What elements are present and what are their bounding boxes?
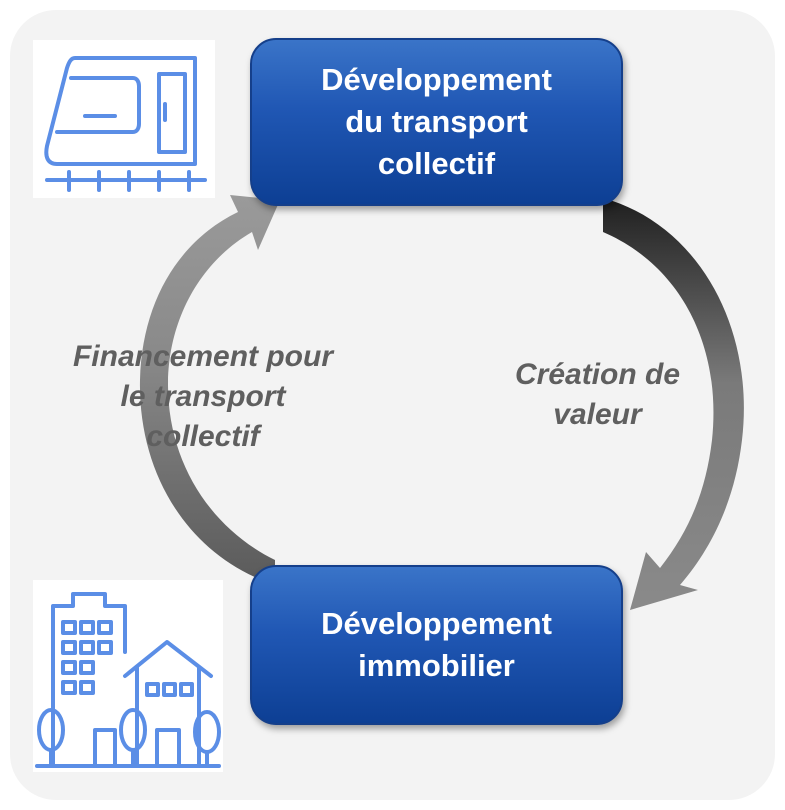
label-left-line-2: le transport xyxy=(120,380,286,413)
node-real-estate-development: Développement immobilier xyxy=(250,565,623,725)
buildings-icon-box xyxy=(33,580,223,772)
label-left-line-1: Financement pour xyxy=(72,340,334,373)
train-icon xyxy=(44,56,207,192)
label-value-creation: Création de valeur xyxy=(500,355,695,435)
node-top-line-3: collectif xyxy=(377,146,496,181)
buildings-icon xyxy=(35,592,221,768)
arrow-left xyxy=(139,195,280,585)
node-bottom-line-1: Développement xyxy=(321,606,552,641)
label-financing: Financement pour le transport collectif xyxy=(28,337,378,457)
label-right-line-1: Création de xyxy=(514,358,681,391)
node-top-line-1: Développement xyxy=(321,62,552,97)
train-icon-box xyxy=(33,40,215,198)
node-transport-development: Développement du transport collectif xyxy=(250,38,623,206)
arrow-right xyxy=(603,198,744,610)
label-left-line-3: collectif xyxy=(146,420,260,453)
label-right-line-2: valeur xyxy=(553,398,642,431)
node-top-line-2: du transport xyxy=(345,104,528,139)
node-bottom-line-2: immobilier xyxy=(358,648,515,683)
